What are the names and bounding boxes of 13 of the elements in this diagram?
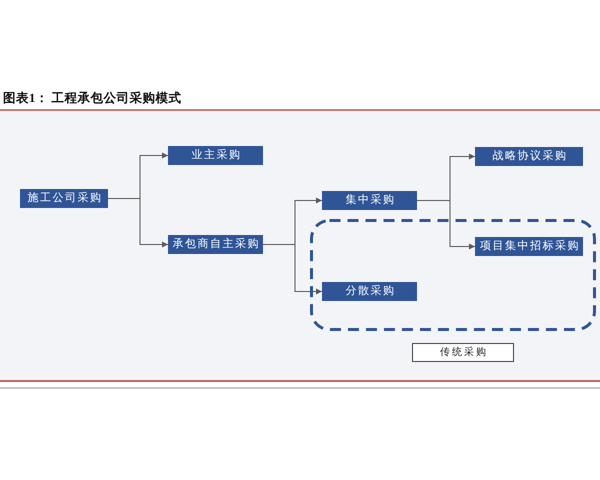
process-box: 业主采购 — [168, 146, 263, 165]
process-box: 分散采购 — [322, 282, 417, 301]
process-box: 战略协议采购 — [475, 147, 583, 166]
figure-title: 图表1： 工程承包公司采购模式 — [3, 91, 182, 106]
process-box: 承包商自主采购 — [168, 235, 263, 254]
note-box: 传统采购 — [412, 343, 514, 362]
process-box: 施工公司采购 — [20, 189, 108, 208]
connector-arrow — [108, 198, 168, 248]
process-box: 集中采购 — [322, 191, 417, 210]
process-box: 项目集中招标采购 — [475, 237, 583, 256]
dashed-region — [310, 219, 596, 331]
connector-arrow — [262, 244, 322, 294]
connector-arrow — [416, 200, 476, 250]
